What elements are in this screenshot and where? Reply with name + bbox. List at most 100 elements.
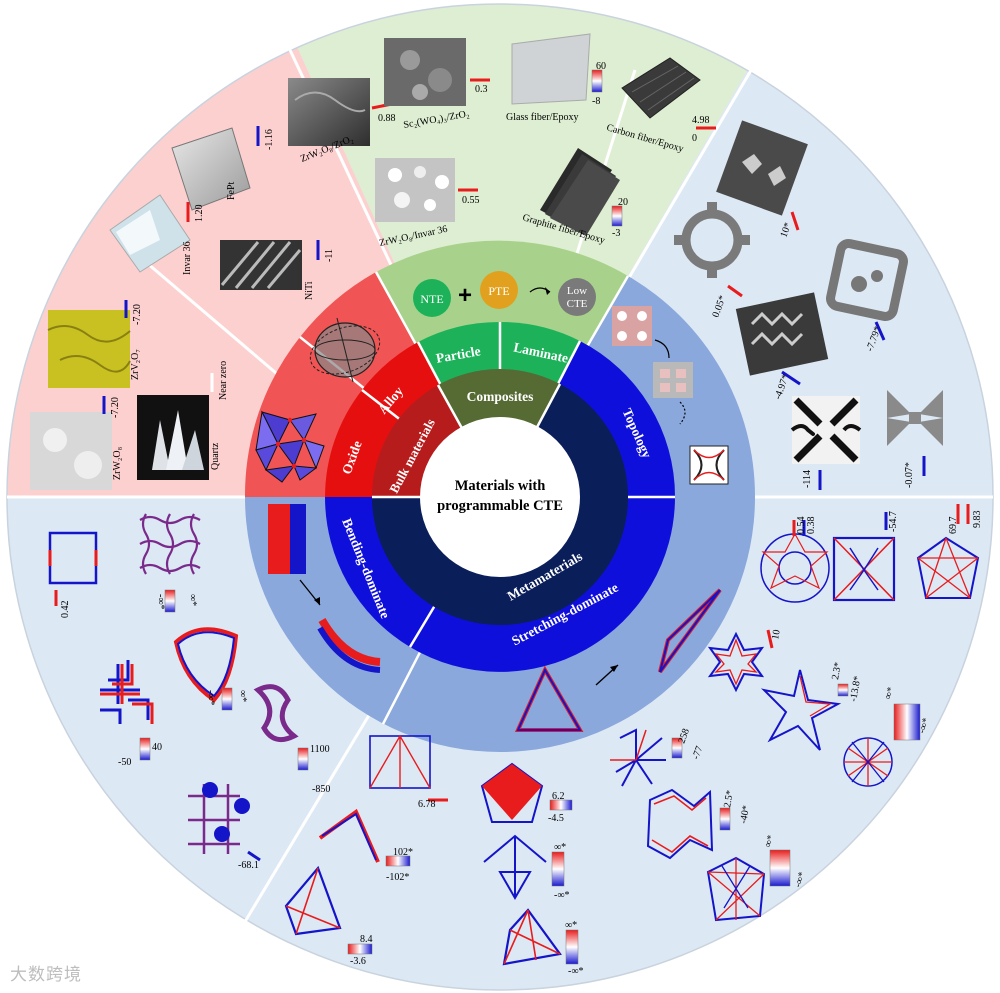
bending-value-1: 0.42 — [60, 601, 71, 619]
center-title-line1: Materials with — [455, 478, 546, 494]
zrw2o8-invar36-value: 0.55 — [462, 195, 480, 206]
stretch-e-hi: 8.4 — [360, 934, 373, 945]
stretch-right-e-lo: -13.8* — [848, 675, 863, 702]
zrw2o8-photo — [30, 412, 112, 490]
stretch-right-h-lo: -40* — [738, 805, 752, 825]
topology-sample-2 — [674, 202, 750, 278]
plus-sign: + — [458, 282, 472, 309]
bending-cell-2 — [139, 513, 201, 575]
composite-formula: NTE + PTE Low CTE — [413, 271, 596, 317]
stretch-cell-f — [502, 908, 562, 966]
stretch-right-e-hi: 2.3* — [830, 661, 844, 680]
stretch-right-d — [707, 631, 765, 693]
bending-cell-5 — [253, 684, 299, 743]
oxide-panel: -7.20 ZrV₂O₇ -7.20 ZrW₂O₈ Near zero Quar… — [30, 300, 229, 490]
stretch-cell-b — [480, 762, 544, 823]
topology-panel: 10* 0.05* -7.79* -4.97* -114 — [674, 120, 943, 490]
topology-sample-3 — [826, 239, 908, 321]
invar36-value: 1.20 — [194, 205, 205, 223]
niti-photo — [220, 240, 302, 290]
alloy-sphere-icon — [309, 317, 381, 383]
glass-fiber-photo — [511, 33, 591, 105]
topology-value-5: -114 — [802, 470, 813, 488]
zrv2o7-value: -7.20 — [132, 304, 143, 325]
zrw2o8-zro2-value: 0.88 — [378, 113, 396, 124]
oxide-lattice-icon — [255, 410, 325, 483]
stretch-right-c1: 69.7 — [948, 517, 959, 535]
fept-photo — [171, 127, 251, 211]
stretch-right-f-hi: ∞* — [882, 686, 896, 701]
stretching-illustration — [514, 588, 722, 732]
stretch-right-a2: 0.38 — [806, 517, 817, 535]
stretch-f-hi: ∞* — [565, 920, 577, 931]
zrv2o7-name: ZrV₂O₇ — [130, 349, 141, 380]
invar36-name: Invar 36 — [182, 241, 193, 275]
topology-sample-1 — [716, 120, 808, 216]
topology-sample-6 — [887, 390, 943, 446]
stretch-right-a1: 0.54 — [796, 517, 807, 535]
sc2wo4-zro2-value: 0.3 — [475, 84, 488, 95]
bending-cell-6 — [188, 782, 250, 854]
stretch-b-hi: 6.2 — [552, 791, 565, 802]
stretch-right-f — [843, 737, 893, 787]
topology-value-1: 10* — [778, 221, 793, 239]
stretch-right-c — [916, 536, 980, 599]
graphite-fiber-min: -3 — [612, 228, 620, 239]
bending-value-6: -68.1 — [238, 860, 259, 871]
nte-label: NTE — [420, 292, 443, 306]
glass-fiber-name: Glass fiber/Epoxy — [506, 112, 579, 123]
zrw2o8-invar36-photo — [375, 158, 455, 222]
bending-value-2-hi: ∞* — [187, 594, 198, 606]
stretch-right-g-hi: 258 — [676, 727, 691, 745]
stretch-c-lo: -102* — [386, 872, 409, 883]
stretch-right-i-lo: -∞* — [792, 871, 808, 889]
center-title-line2: programmable CTE — [437, 498, 563, 514]
stretch-right-h-hi: 2.5* — [722, 789, 736, 808]
bending-cell-4 — [100, 660, 154, 724]
low-cte-label-2: CTE — [567, 298, 588, 310]
stretch-right-g-lo: -77 — [690, 745, 705, 761]
stretch-right-g — [610, 728, 666, 787]
zrv2o7-photo — [48, 310, 130, 388]
stretch-f-lo: -∞* — [568, 966, 583, 977]
stretch-d-lo: -∞* — [554, 890, 569, 901]
quartz-value: Near zero — [218, 361, 229, 400]
niti-name: NiTi — [304, 281, 315, 300]
watermark: 大数跨境 — [10, 965, 82, 985]
bending-cell-3 — [173, 627, 239, 703]
topology-sample-5 — [790, 396, 862, 464]
bending-value-4-hi: 40 — [152, 742, 162, 753]
stretch-b-lo: -4.5 — [548, 813, 564, 824]
stretch-cell-a — [369, 734, 431, 789]
carbon-fiber-min: 0 — [692, 133, 697, 144]
stretch-e-lo: -3.6 — [350, 956, 366, 967]
stretch-a-value: 6.78 — [418, 799, 436, 810]
graphite-fiber-photo — [540, 148, 620, 236]
stretch-right-i — [706, 856, 766, 922]
stretch-right-d: 10 — [770, 629, 783, 641]
bending-cell-1: 0.42 — [48, 531, 98, 619]
bending-value-4-lo: -50 — [118, 757, 131, 768]
low-cte-label-1: Low — [567, 285, 587, 297]
glass-fiber-min: -8 — [592, 96, 600, 107]
stretch-d-hi: ∞* — [554, 842, 566, 853]
alloy-panel: -1.16 FePt 1.20 Invar 36 -11 NiTi — [109, 126, 335, 300]
composites-label: Composites — [467, 389, 534, 404]
fept-value: -1.16 — [264, 129, 275, 150]
topology-sample-4 — [735, 292, 829, 376]
center-circle — [420, 417, 580, 577]
pte-label: PTE — [488, 284, 509, 298]
topology-value-6: -0.07* — [904, 462, 915, 488]
glass-fiber-max: 60 — [596, 61, 606, 72]
stretch-right-i-hi: ∞* — [762, 834, 776, 849]
stretching-bottom-panel: 6.78 6.2 -4.5 102* -102* ∞* -∞* 8.4 -3.6 — [284, 734, 583, 977]
bending-value-3-hi: ∞* — [237, 690, 248, 702]
stretch-cell-e — [284, 865, 342, 936]
stretch-cell-d — [483, 834, 547, 901]
carbon-fiber-max: 4.98 — [692, 115, 710, 126]
quartz-name: Quartz — [210, 442, 221, 470]
topology-illustration — [612, 306, 729, 485]
bending-value-2-lo: -∞* — [155, 594, 166, 609]
